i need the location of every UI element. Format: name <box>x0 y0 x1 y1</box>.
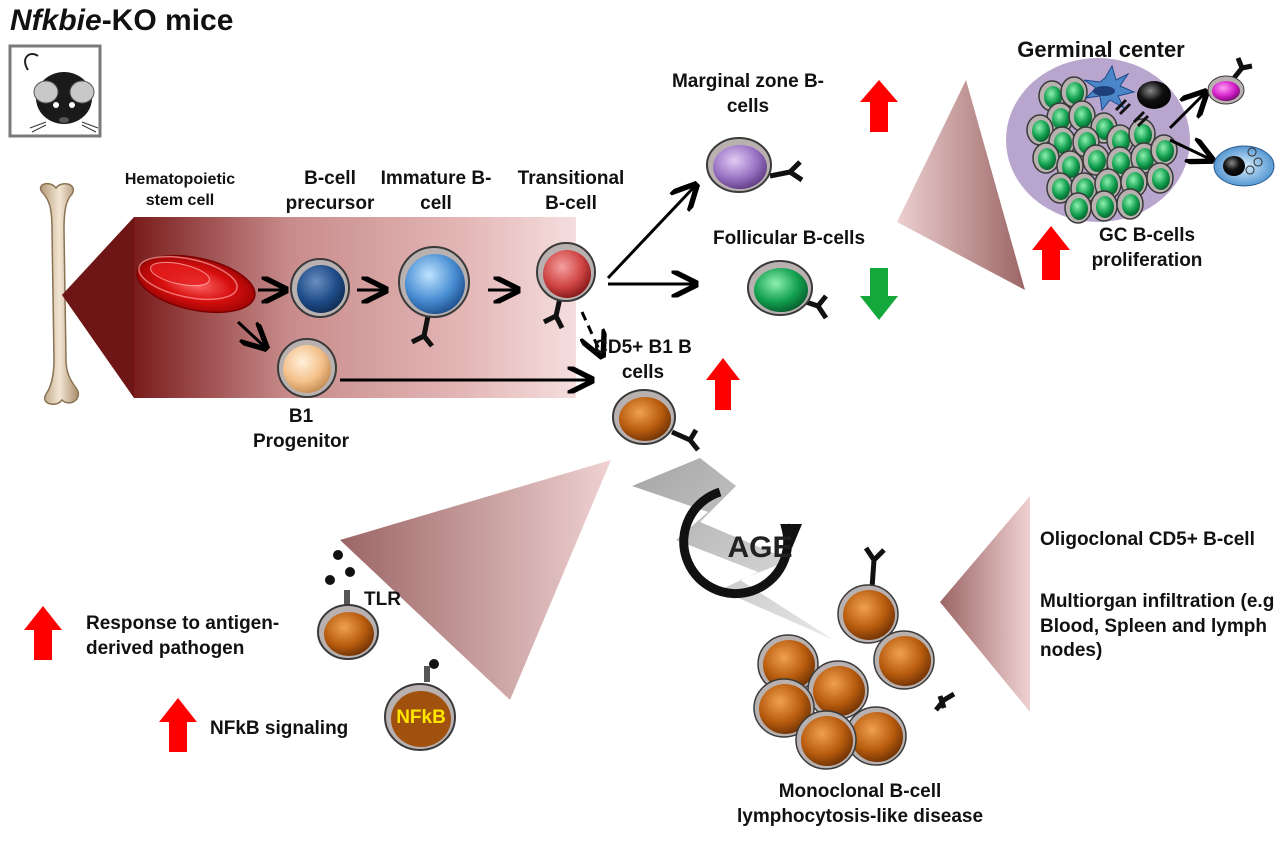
up-arrow-icon <box>24 606 62 660</box>
up-arrow-icon <box>860 80 898 132</box>
plasma-cell <box>1213 145 1275 187</box>
label-marginal-zone: Marginal zone B-cells <box>671 71 824 117</box>
transitional-b-cell <box>536 242 596 330</box>
mbl-b-cell <box>757 634 819 694</box>
gc-b-cell <box>1116 188 1144 220</box>
label-transitional-b-cell: Transitional B-cell <box>517 168 625 214</box>
tlr-b-cell <box>317 550 379 660</box>
gc-b-cell <box>1082 144 1110 176</box>
label-follicular: Follicular B-cells <box>712 228 866 249</box>
immature-b-cell <box>398 246 470 348</box>
up-arrow-icon <box>1032 226 1070 280</box>
gc-b-cell <box>1026 114 1054 146</box>
up-arrow-icon <box>159 698 197 752</box>
zoom-triangle-germinal-center <box>897 80 1025 290</box>
label-b-cell-precursor: B-cell precursor <box>285 168 375 214</box>
label-multiorgan: Multiorgan infiltration (e.g Blood, Sple… <box>1040 591 1275 662</box>
b1-progenitor-cell <box>277 338 337 398</box>
gc-b-cell <box>1046 172 1074 204</box>
b-cell-precursor-cell <box>290 258 350 318</box>
gc-b-cell <box>1146 162 1174 194</box>
gc-b-cell <box>1068 100 1096 132</box>
label-age: AGE <box>727 531 793 564</box>
mbl-b-cell <box>837 584 899 644</box>
label-cd5-b1: CD5+ B1 B cells <box>594 337 692 383</box>
label-mbl-disease: Monoclonal B-cell lymphocytosis-like dis… <box>736 781 984 827</box>
label-response-pathogen: Response to antigen-derived pathogen <box>86 613 280 659</box>
antibody-receptor-icon <box>863 546 886 562</box>
mbl-b-cell <box>807 660 869 720</box>
gc-b-cell <box>1150 134 1178 166</box>
bone-icon <box>39 182 80 405</box>
marginal-zone-b-cell <box>706 137 804 193</box>
zoom-triangle-response <box>340 460 611 700</box>
mbl-cell-cluster <box>753 546 956 770</box>
gc-b-cell <box>1128 118 1156 150</box>
mouse-icon <box>8 44 102 138</box>
gc-b-cell <box>1090 190 1118 222</box>
label-hematopoietic-stem-cell: Hematopoietic stem cell <box>124 171 236 209</box>
gc-output-arrows <box>1168 92 1212 160</box>
memory-b-cell <box>1207 57 1253 105</box>
cycle-arrow-icon <box>679 487 802 599</box>
differentiation-arrows <box>236 185 696 380</box>
label-nfkb-signaling: NFkB signaling <box>210 718 349 739</box>
gc-b-cell <box>1032 142 1060 174</box>
gc-b-cell <box>1060 76 1088 108</box>
zoom-triangle-disease <box>940 496 1030 712</box>
follicular-b-cell <box>747 260 829 320</box>
figure-title: Nfkbie-KO mice <box>10 4 234 37</box>
germinal-center <box>1006 58 1190 224</box>
cd5-b1-cell <box>612 389 700 452</box>
mbl-b-cell <box>753 678 815 738</box>
mbl-b-cell <box>795 710 857 770</box>
label-oligoclonal: Oligoclonal CD5+ B-cell <box>1040 529 1255 550</box>
mbl-b-cell <box>873 630 935 690</box>
gc-b-cell <box>1106 124 1134 156</box>
label-gc-proliferation: GC B-cells proliferation <box>1091 225 1203 271</box>
antibody-receptor-icon <box>869 559 877 589</box>
label-immature-b-cell: Immature B-cell <box>380 168 492 214</box>
antibody-receptor-icon <box>934 691 956 712</box>
down-arrow-icon <box>860 268 898 320</box>
up-arrow-icon <box>706 358 740 410</box>
label-nfkb-cell: NFkB <box>396 707 446 728</box>
label-tlr: TLR <box>364 589 401 610</box>
nfkb-b-cell <box>384 659 456 751</box>
age-lightning-icon <box>632 458 834 640</box>
hematopoietic-stem-cell <box>136 254 256 314</box>
gc-b-cell <box>1064 192 1092 224</box>
label-b1-progenitor: B1 Progenitor <box>252 406 350 452</box>
label-germinal-center: Germinal center <box>1017 37 1185 62</box>
